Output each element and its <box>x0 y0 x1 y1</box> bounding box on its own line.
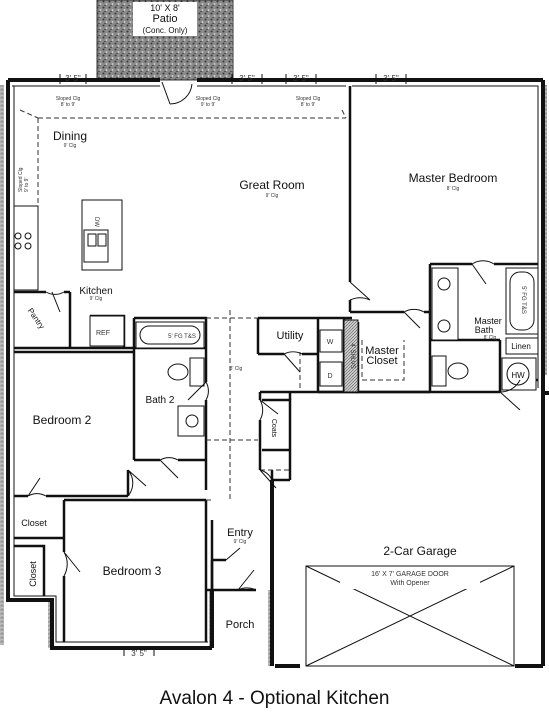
patio-dims: 10' X 8' <box>150 3 180 13</box>
ceiling-note-3b: 8' to 9' <box>301 102 315 108</box>
dim-top-2: 3' 5" <box>239 74 255 83</box>
room-garage: 2-Car Garage <box>383 544 457 558</box>
patio-door <box>161 81 193 105</box>
dim-top-3: 3' 5" <box>293 74 309 83</box>
room-bath2: Bath 2 <box>146 395 175 406</box>
room-entry-ceiling: 9' Clg <box>234 539 247 545</box>
patio-label-bg <box>133 2 197 36</box>
garage-door-label-bg <box>340 567 480 589</box>
room-master-bath-2: Bath <box>475 325 494 335</box>
ceiling-note-2b: 9' to 9' <box>201 102 215 108</box>
master-tub-label: 5' FG T&S <box>520 286 526 314</box>
room-great-ceiling: 9' Clg <box>266 193 279 199</box>
room-entry: Entry <box>227 527 253 539</box>
room-master-closet-1: Master <box>365 345 399 357</box>
room-master-closet-2: Closet <box>366 355 397 367</box>
water-heater-label: HW <box>511 371 525 380</box>
kitchen-counters <box>13 199 125 347</box>
brick-veneer-left <box>0 85 4 645</box>
dashed-lines <box>14 109 405 501</box>
dimension-ticks-top <box>59 74 407 656</box>
room-master-bath-ceiling: 8' Clg <box>484 335 497 341</box>
bath2-tub-label: 5' FG T&S <box>168 334 196 340</box>
patio-name: Patio <box>152 13 177 25</box>
dryer-label: D <box>327 373 332 380</box>
garage-door-line1: 16' X 7' GARAGE DOOR <box>371 571 449 578</box>
bath2-fixtures <box>135 321 205 437</box>
room-bed3: Bedroom 3 <box>103 564 162 578</box>
fridge-label: REF <box>96 330 110 337</box>
room-dining: Dining <box>53 129 87 143</box>
master-bath-fixtures <box>431 267 539 391</box>
room-closet-1: Closet <box>21 518 47 528</box>
room-great: Great Room <box>239 178 304 192</box>
room-linen: Linen <box>511 342 531 351</box>
room-coats: Coats <box>270 419 277 438</box>
room-master-ceiling: 8' Clg <box>447 186 460 192</box>
room-master-bath-1: Master <box>474 316 502 326</box>
shelves-label: 4' SHLVS <box>349 343 355 368</box>
room-bed2: Bedroom 2 <box>33 413 92 427</box>
room-utility: Utility <box>277 330 304 342</box>
dim-top-4: 3' 5" <box>383 74 399 83</box>
patio-note: (Conc. Only) <box>143 26 188 35</box>
room-porch: Porch <box>226 619 255 631</box>
dim-top-1: 3' 5" <box>65 74 81 83</box>
door-swings <box>27 260 521 591</box>
dim-bottom: 3' 5" <box>131 649 147 658</box>
exterior-walls-inner <box>12 85 539 643</box>
room-master: Master Bedroom <box>409 171 498 185</box>
ceiling-note-1a: Sloped Clg <box>56 96 81 102</box>
room-kitchen-ceiling: 9' Clg <box>90 296 103 302</box>
washer-label: W <box>327 339 334 346</box>
utility-fixtures <box>319 319 359 393</box>
plan-title: Avalon 4 - Optional Kitchen <box>159 688 390 709</box>
room-dining-ceiling: 9' Clg <box>64 143 77 149</box>
ceiling-note-4b: 9' to 9' <box>24 178 30 192</box>
exterior-walls <box>6 78 549 668</box>
ceiling-note-3a: Sloped Clg <box>296 96 321 102</box>
room-hall-ceiling: 8' Clg <box>230 366 243 372</box>
room-kitchen: Kitchen <box>79 286 112 297</box>
ceiling-note-1b: 8' to 9' <box>61 102 75 108</box>
dishwasher-label: DW <box>93 217 99 227</box>
room-closet-2: Closet <box>28 561 38 587</box>
ceiling-note-4a: Sloped Clg <box>18 167 24 192</box>
interior-walls <box>14 86 538 642</box>
ceiling-note-2a: Sloped Clg <box>196 96 221 102</box>
room-pantry: Pantry <box>26 307 47 331</box>
garage-door-line2: With Opener <box>390 580 430 587</box>
